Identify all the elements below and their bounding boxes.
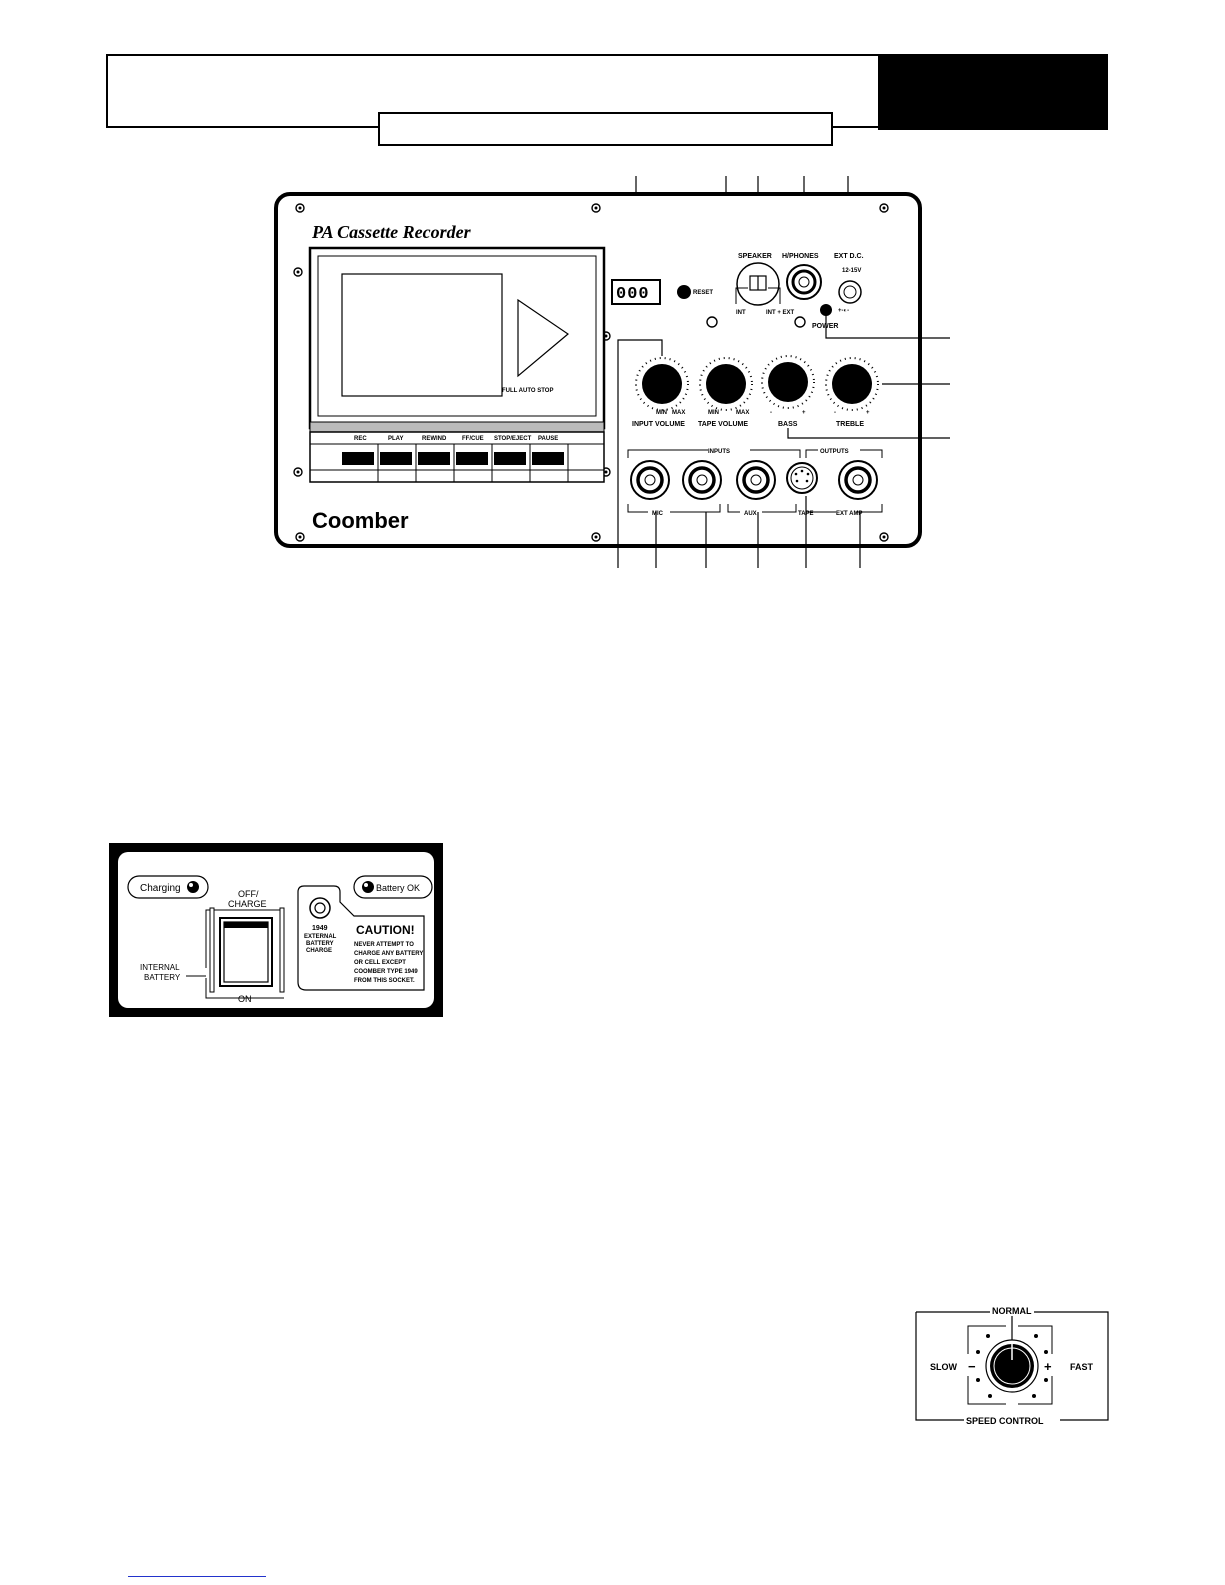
- ext-dc-label: EXT D.C.: [834, 253, 864, 260]
- ext-charge-label-1: 1949: [312, 925, 328, 932]
- battery-ok-indicator-box: [353, 875, 433, 899]
- speed-control-diagram: NORMAL SPEED CONTROL SLOW FAST − +: [915, 1306, 1109, 1426]
- play-arrow-icon: [517, 298, 569, 378]
- ext-amp-jack[interactable]: [838, 460, 878, 500]
- knob-input-volume[interactable]: [635, 357, 689, 411]
- transport-label-rec: REC: [354, 436, 367, 442]
- ext-charge-label-4: CHARGE: [306, 948, 332, 954]
- rec-key[interactable]: [342, 452, 374, 465]
- transport-keys: [342, 452, 564, 465]
- battery-ok-led: [362, 881, 374, 893]
- power-label: POWER: [812, 323, 838, 330]
- input-volume-label: INPUT VOLUME: [632, 421, 685, 428]
- ext-dc-voltage-label: 12-15V: [842, 268, 861, 274]
- bass-min: -: [770, 410, 772, 416]
- knob-tape-volume[interactable]: [699, 357, 753, 411]
- ext-charge-label-2: EXTERNAL: [304, 934, 337, 940]
- treble-min: -: [834, 410, 836, 416]
- caution-line-3: OR CELL EXCEPT: [354, 960, 406, 966]
- speaker-label: SPEAKER: [738, 253, 772, 260]
- transport-label-play: PLAY: [388, 436, 403, 442]
- aux-label: AUX: [744, 511, 757, 517]
- play-key[interactable]: [380, 452, 412, 465]
- headphones-label: H/PHONES: [782, 253, 819, 260]
- inputs-label: INPUTS: [708, 449, 730, 455]
- pause-key[interactable]: [532, 452, 564, 465]
- ext-charge-label-3: BATTERY: [306, 941, 334, 947]
- full-auto-stop-label: FULL AUTO STOP: [502, 388, 553, 394]
- input-volume-min: MIN: [656, 410, 667, 416]
- speed-normal-label: NORMAL: [992, 1306, 1032, 1316]
- caution-line-1: NEVER ATTEMPT TO: [354, 942, 414, 948]
- counter-reset-label: RESET: [693, 290, 713, 296]
- internal-battery-label-1: INTERNAL: [140, 963, 180, 972]
- speed-scale-dots: [976, 1334, 1048, 1398]
- polarity-icon: +-◐-: [838, 308, 849, 314]
- header-black-block: [878, 54, 1108, 130]
- knob-treble[interactable]: [825, 357, 879, 411]
- counter-reset-button[interactable]: [677, 285, 691, 299]
- knob-bass[interactable]: [761, 355, 815, 409]
- tape-volume-min: MIN: [708, 410, 719, 416]
- transport-label-ffcue: FF/CUE: [462, 436, 484, 442]
- panel-brand: Coomber: [312, 508, 409, 533]
- bass-max: +: [802, 410, 806, 416]
- transport-label-pause: PAUSE: [538, 436, 558, 442]
- tape-counter-value: 000: [616, 285, 650, 304]
- charging-label: Charging: [140, 883, 181, 894]
- header-subtitle-box: [378, 112, 833, 146]
- switch-on-label: ON: [238, 994, 252, 1004]
- charging-led: [187, 881, 199, 893]
- transport-label-rewind: REWIND: [422, 436, 447, 442]
- callout-lines-bottom: [655, 496, 861, 568]
- panel-title: PA Cassette Recorder: [311, 222, 472, 242]
- tape-volume-label: TAPE VOLUME: [698, 421, 748, 428]
- outputs-label: OUTPUTS: [820, 449, 849, 455]
- front-panel-diagram: PA Cassette Recorder Coomber FULL AUTO S…: [274, 176, 950, 568]
- internal-battery-label-2: BATTERY: [144, 973, 181, 982]
- cassette-window[interactable]: [341, 273, 503, 397]
- tape-counter: [611, 279, 661, 305]
- speed-control-knob[interactable]: [985, 1339, 1039, 1393]
- caution-line-4: COOMBER TYPE 1949: [354, 969, 418, 975]
- speed-minus-label: −: [968, 1359, 976, 1374]
- input-volume-max: MAX: [672, 410, 685, 416]
- tape-volume-max: MAX: [736, 410, 749, 416]
- footer-link-underline[interactable]: [128, 1576, 266, 1577]
- screw-centers: [296, 206, 886, 539]
- speed-plus-label: +: [1044, 1359, 1052, 1374]
- mic-label: MIC: [652, 511, 664, 517]
- speed-control-label: SPEED CONTROL: [966, 1416, 1044, 1426]
- aux-jack[interactable]: [736, 460, 776, 500]
- treble-label: TREBLE: [836, 421, 864, 428]
- treble-max: +: [866, 410, 870, 416]
- speed-slow-label: SLOW: [930, 1362, 958, 1372]
- speed-fast-label: FAST: [1070, 1362, 1094, 1372]
- stop-eject-key[interactable]: [494, 452, 526, 465]
- bass-label: BASS: [778, 421, 798, 428]
- mic-jack-2[interactable]: [682, 460, 722, 500]
- caution-line-5: FROM THIS SOCKET.: [354, 978, 415, 984]
- battery-panel-diagram: Charging OFF/ CHARGE ON INTERNAL BATTERY…: [109, 843, 443, 1017]
- caution-heading: CAUTION!: [356, 923, 415, 937]
- rewind-key[interactable]: [418, 452, 450, 465]
- off-charge-label-2: CHARGE: [228, 899, 267, 909]
- callout-lines-right: [617, 310, 950, 568]
- ext-amp-label: EXT AMP: [836, 511, 862, 517]
- transport-label-stop-eject: STOP/EJECT: [494, 436, 532, 442]
- speaker-int-label: INT: [736, 310, 746, 316]
- tape-din-socket[interactable]: [786, 462, 818, 494]
- speaker-int-ext-label: INT + EXT: [766, 310, 795, 316]
- charging-indicator-box: [127, 875, 209, 899]
- battery-ok-label: Battery OK: [376, 883, 420, 893]
- caution-line-2: CHARGE ANY BATTERY: [354, 951, 423, 957]
- deck-strip: [309, 421, 605, 433]
- off-charge-label-1: OFF/: [238, 889, 259, 899]
- transport-labels: REC PLAY REWIND FF/CUE STOP/EJECT PAUSE: [354, 436, 558, 442]
- mic-jack-1[interactable]: [630, 460, 670, 500]
- ffcue-key[interactable]: [456, 452, 488, 465]
